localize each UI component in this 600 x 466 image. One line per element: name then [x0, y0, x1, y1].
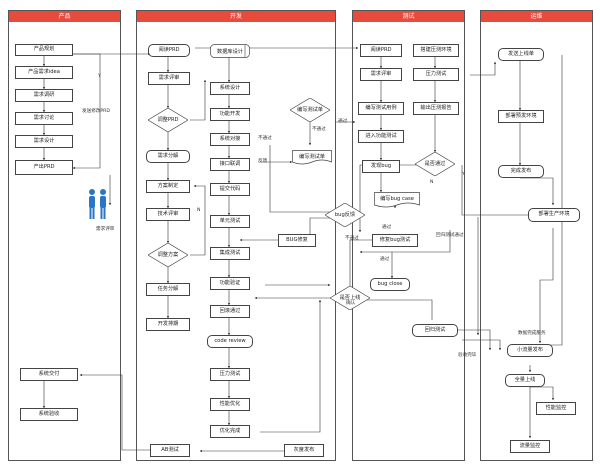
decision-bug-feedback: bug反馈	[325, 203, 365, 227]
node-regression-test: 回归测试	[412, 324, 458, 337]
label-fail-2: 不通过	[312, 127, 326, 132]
node-deploy-pre: 部署预发环境	[498, 110, 544, 123]
doc-test-note-label: 编写测试单	[299, 154, 325, 160]
decision-adjust-prd-label: 调整PRD	[157, 117, 179, 123]
node-stress-env: 搭建压测环境	[413, 44, 459, 57]
decision-submit-test: 编写测试单	[290, 98, 330, 122]
node-small-release: 小流量发布	[507, 344, 553, 357]
label-send-modify-prd: 发送修改PRD	[82, 109, 110, 114]
label-data-service: 数据完成服务	[518, 331, 546, 336]
node-product-planning: 产品规划	[15, 44, 73, 56]
lane-header-product: 产品	[9, 11, 120, 22]
node-system-integration: 系统对接	[210, 133, 250, 146]
node-fix-bug-test: 修复bug测试	[372, 234, 418, 247]
node-release-done: 完成发布	[498, 165, 544, 178]
node-dev-task-split: 任务分解	[146, 283, 190, 296]
node-stress-report: 输出压测报告	[413, 102, 459, 115]
node-system-acceptance: 系统验收	[20, 408, 78, 421]
node-dev-tech-review: 技术评审	[146, 208, 190, 221]
node-gray-release: 灰度发布	[284, 444, 324, 457]
label-fail-1: 不通过	[258, 136, 272, 141]
node-perf-optimize: 性能优化	[210, 398, 250, 411]
node-commit-code: 提交代码	[210, 183, 250, 196]
node-bug-fix: BUG修复	[278, 234, 316, 247]
lane-product: 产品	[8, 10, 121, 461]
node-requirement-discussion: 需求讨论	[15, 112, 73, 125]
label-n-2: N	[430, 180, 434, 185]
node-test-stress: 压力测试	[413, 68, 459, 81]
doc-bug-case: 编写bug case	[374, 192, 420, 208]
node-dev-review: 需求评审	[148, 72, 190, 85]
lane-header-test: 测试	[353, 11, 464, 22]
node-feature-verify: 功能验证	[210, 277, 250, 290]
label-pass-2: 通过	[382, 225, 392, 230]
label-feedback: 反馈	[258, 159, 268, 164]
node-dev-stress-test: 压力测试	[210, 368, 250, 381]
node-optimize-done: 优化完成	[210, 425, 250, 438]
decision-submit-test-label: 编写测试单	[297, 107, 323, 113]
node-ab-test: AB测试	[150, 444, 190, 457]
label-y-1: Y	[98, 74, 101, 79]
node-db-design: 数据库设计	[210, 44, 250, 58]
reviewer-people-icon	[89, 189, 106, 219]
node-requirement-research: 需求调研	[15, 89, 73, 102]
decision-pass: 是否通过	[415, 152, 455, 176]
node-requirement-design: 需求设计	[15, 135, 73, 148]
node-bug-close: bug close	[370, 278, 410, 291]
lane-header-dev: 开发	[137, 11, 335, 22]
decision-adjust-plan-label: 调整方案	[157, 252, 179, 258]
decision-go-live-label: 是否上线	[339, 295, 361, 301]
node-func-test: 进入功能测试	[358, 130, 404, 143]
decision-adjust-plan: 调整方案	[148, 243, 188, 267]
node-system-design: 系统设计	[210, 82, 250, 95]
node-unit-test: 单元测试	[210, 215, 250, 228]
node-traffic-monitor: 流量监控	[510, 440, 550, 453]
doc-bug-case-label: 编写bug case	[380, 196, 414, 202]
decision-go-live: 是否上线	[330, 286, 370, 310]
node-feature-dev: 功能开发	[210, 108, 250, 121]
doc-test-note: 编写测试单	[292, 150, 332, 165]
node-integration-test: 集成测试	[210, 247, 250, 260]
label-confirm: 确认	[346, 301, 356, 306]
node-db-design-label: 数据库设计	[217, 49, 243, 55]
decision-pass-label: 是否通过	[424, 161, 446, 167]
decision-bug-feedback-label: bug反馈	[334, 212, 356, 218]
decision-adjust-prd: 调整PRD	[148, 108, 188, 132]
node-code-review: code review	[207, 335, 253, 348]
label-regression-pass: 回归测试通过	[436, 233, 464, 238]
node-system-delivery: 系统交付	[20, 368, 78, 381]
node-dev-decompose: 需求分解	[146, 150, 190, 163]
node-write-cases: 编写测试用例	[358, 102, 404, 115]
label-y-2: Y	[462, 172, 465, 177]
node-find-bug: 发现bug	[362, 160, 400, 173]
node-test-review: 需求评审	[360, 68, 402, 81]
node-full-launch: 全量上线	[505, 374, 545, 387]
node-rollback-pass: 回滚通过	[210, 305, 250, 318]
label-pass-3: 通过	[380, 257, 390, 262]
lane-header-ops: 运维	[481, 11, 592, 22]
node-deploy-prod: 部署生产环境	[528, 208, 580, 222]
label-fail-3: 不通过	[345, 236, 359, 241]
node-perf-monitor: 性能监控	[536, 402, 576, 415]
node-product-idea: 产品需求idea	[15, 66, 73, 79]
label-reviewer: 需求评审	[96, 227, 115, 232]
node-test-read-prd: 阅读PRD	[360, 44, 402, 57]
node-output-prd: 产出PRD	[15, 160, 73, 175]
node-dev-schedule: 开发排期	[146, 318, 190, 331]
label-pass-1: 通过	[338, 119, 348, 124]
node-dev-read-prd: 阅读PRD	[148, 44, 190, 57]
node-api-debug: 接口联调	[210, 158, 250, 171]
label-n-1: N	[197, 208, 201, 213]
label-acceptance-done: 验收完毕	[458, 353, 477, 358]
node-send-release: 发送上线单	[498, 48, 544, 61]
node-dev-solution: 方案制定	[146, 180, 190, 193]
